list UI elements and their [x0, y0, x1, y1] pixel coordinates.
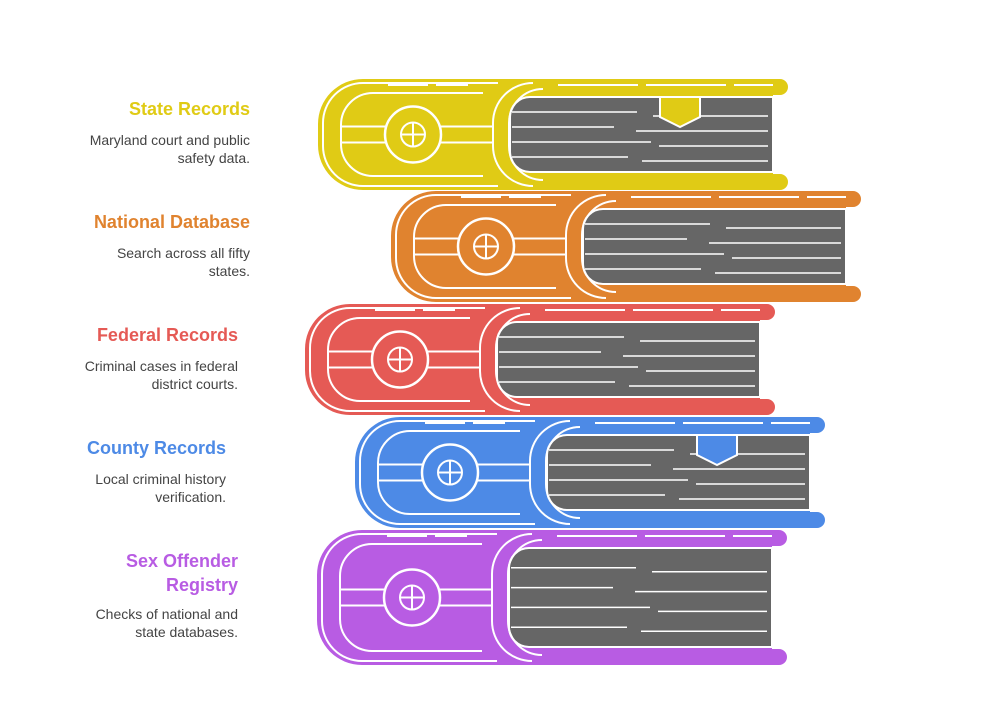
spine-outline — [395, 194, 571, 299]
sim-card-buckle-icon — [383, 105, 443, 164]
title-line: Registry — [165, 575, 238, 595]
book-federal-records — [305, 304, 775, 415]
book-state-records — [318, 79, 788, 190]
title-county-records: County Records — [86, 438, 226, 458]
map-document-icon — [370, 330, 430, 389]
cover-edge — [507, 539, 543, 656]
title-national-database: National Database — [93, 212, 250, 232]
book-county-records — [355, 417, 825, 528]
shield-bookmark-icon — [659, 96, 701, 129]
label-national-database: National Database Search across all fift… — [94, 210, 250, 280]
title-federal-records: Federal Records — [96, 325, 238, 345]
globe-database-icon — [456, 217, 516, 276]
cover-edge — [492, 82, 534, 187]
crossed-out-person-icon — [382, 568, 442, 627]
cover-edge — [529, 420, 571, 525]
desc-line: states. — [208, 263, 250, 279]
spine-outline — [309, 307, 485, 412]
cover-edge — [508, 88, 544, 181]
spine-outline — [340, 92, 483, 177]
title-line: Sex Offender — [125, 551, 238, 571]
spine-outline — [327, 317, 470, 402]
desc-line: Checks of national and — [95, 606, 238, 622]
desc-line: Search across all fifty — [116, 245, 250, 261]
spine-outline — [322, 82, 498, 187]
label-federal-records: Federal Records Criminal cases in federa… — [85, 323, 238, 393]
desc-line: Criminal cases in federal — [84, 358, 238, 374]
diploma-scroll-icon — [420, 443, 480, 502]
spine-outline — [413, 204, 556, 289]
book-pages — [508, 547, 773, 648]
desc-line: Maryland court and public — [89, 132, 250, 148]
book-national-database — [391, 191, 861, 302]
book-sex-offender-registry — [317, 530, 787, 665]
spine-outline — [339, 543, 482, 652]
label-state-records: State Records Maryland court and public s… — [90, 97, 250, 167]
spine-outline — [377, 430, 520, 515]
desc-line: verification. — [155, 489, 226, 505]
spine-outline — [321, 533, 497, 662]
desc-line: district courts. — [151, 376, 238, 392]
desc-line: safety data. — [177, 150, 250, 166]
cover-edge — [491, 533, 533, 662]
cover-edge — [565, 194, 607, 299]
cover-edge — [479, 307, 521, 412]
spine-outline — [359, 420, 535, 525]
desc-line: Local criminal history — [95, 471, 226, 487]
label-county-records: County Records Local criminal history ver… — [87, 436, 226, 506]
cover-edge — [545, 426, 581, 519]
desc-line: state databases. — [135, 624, 238, 640]
title-state-records: State Records — [128, 99, 250, 119]
cover-edge — [581, 200, 617, 293]
chevron-bookmark-icon — [696, 434, 738, 467]
cover-edge — [495, 313, 531, 406]
